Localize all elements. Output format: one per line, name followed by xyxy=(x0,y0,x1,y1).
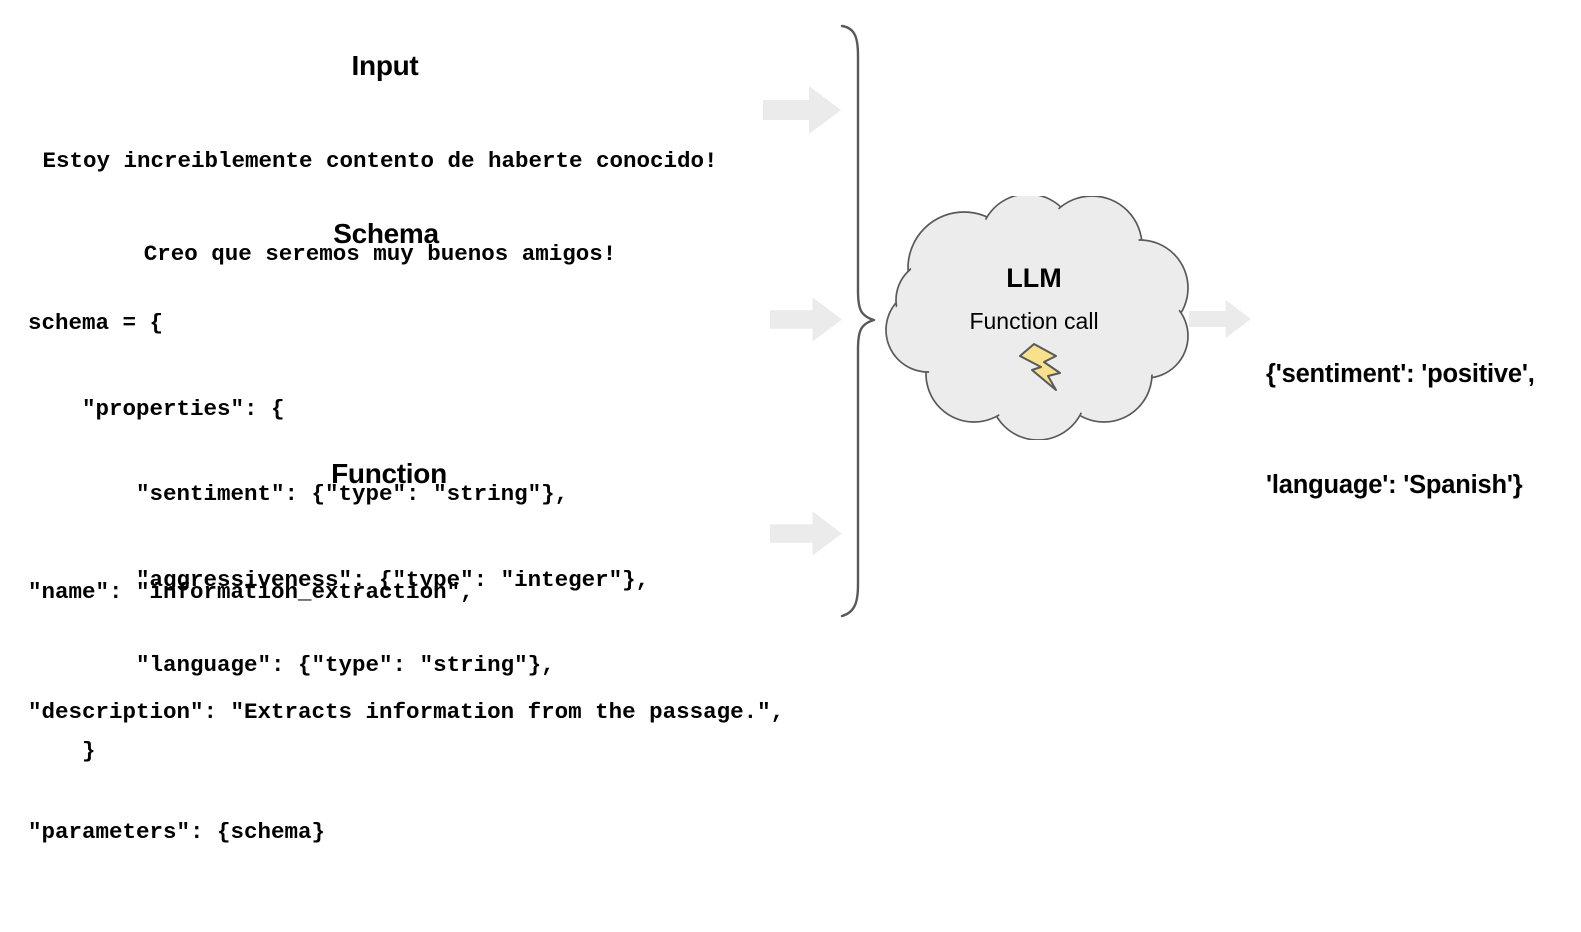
output-line: {'sentiment': 'positive', xyxy=(1266,360,1535,388)
output-text-block: {'sentiment': 'positive', 'language': 'S… xyxy=(1266,282,1535,578)
schema-line: "aggressiveness": {"type": "integer"}, xyxy=(28,566,650,593)
llm-label: LLM xyxy=(1006,263,1062,293)
function-arrow-right-icon xyxy=(770,511,842,556)
schema-line: "sentiment": {"type": "string"}, xyxy=(28,481,569,507)
function-line: "description": "Extracts information fro… xyxy=(28,699,785,725)
group-curly-brace-icon xyxy=(840,24,876,618)
function-line: "name": "information_extraction", xyxy=(28,579,474,605)
schema-line: schema = { xyxy=(28,310,164,336)
function-section-heading: Function xyxy=(331,458,447,489)
output-line: 'language': 'Spanish'} xyxy=(1266,471,1523,499)
function-line: "parameters": {schema} xyxy=(28,819,326,845)
function-call-label: Function call xyxy=(969,308,1099,334)
lightning-bolt-icon xyxy=(1019,343,1061,391)
input-section-heading: Input xyxy=(351,50,419,81)
diagram-canvas: Input Estoy increiblemente contento de h… xyxy=(0,24,1535,845)
input-arrow-right-icon xyxy=(763,86,841,134)
schema-line: "properties": { xyxy=(28,395,285,422)
schema-arrow-right-icon xyxy=(770,297,842,342)
input-line: Creo que seremos muy buenos amigos! xyxy=(143,241,617,267)
input-line: Estoy increiblemente contento de haberte… xyxy=(42,148,718,174)
output-arrow-right-icon xyxy=(1189,299,1251,339)
function-code-block: "name": "information_extraction", "descr… xyxy=(28,492,784,932)
llm-cloud-shape xyxy=(885,196,1189,440)
input-text-block: Estoy increiblemente contento de haberte… xyxy=(0,84,760,332)
schema-section-heading: Schema xyxy=(333,218,439,249)
